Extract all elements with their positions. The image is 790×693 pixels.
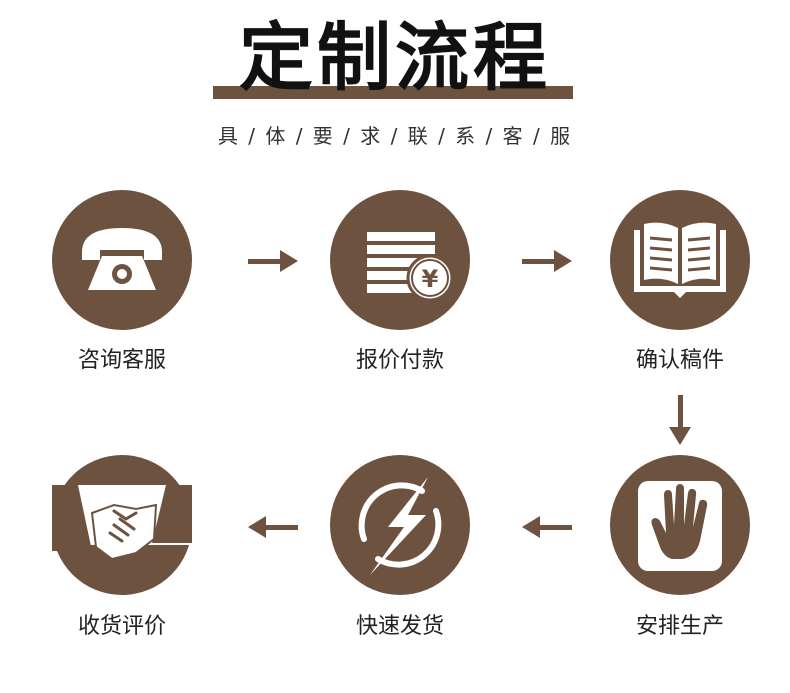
step-label-production: 安排生产 <box>635 614 724 639</box>
title-underline-bar <box>213 86 573 99</box>
step-review-circle <box>52 455 192 595</box>
step-confirm-circle <box>610 190 750 330</box>
telephone-icon <box>82 228 162 290</box>
open-book-icon <box>634 222 726 298</box>
arrow-left-2 <box>248 514 298 540</box>
step-label-consult: 咨询客服 <box>77 348 166 373</box>
lightning-icon <box>358 477 442 575</box>
step-payment-circle: ¥ <box>330 190 470 330</box>
step-production-circle <box>610 455 750 595</box>
step-shipping-circle <box>330 455 470 595</box>
arrow-down <box>667 395 693 445</box>
invoice-yen-icon: ¥ <box>367 232 454 302</box>
step-label-review: 收货评价 <box>77 614 166 639</box>
page-subtitle: 具 / 体 / 要 / 求 / 联 / 系 / 客 / 服 <box>217 124 573 148</box>
handshake-icon <box>52 485 192 563</box>
header: 定制流程 <box>0 0 790 110</box>
arrow-left-1 <box>522 514 572 540</box>
step-label-shipping: 快速发货 <box>355 614 444 639</box>
svg-text:¥: ¥ <box>422 265 439 293</box>
step-label-payment: 报价付款 <box>355 348 444 373</box>
step-label-confirm: 确认稿件 <box>635 348 724 373</box>
arrow-right-2 <box>522 248 572 274</box>
hand-icon <box>638 481 722 571</box>
step-consult-circle <box>52 190 192 330</box>
page-title: 定制流程 <box>239 15 551 101</box>
arrow-right-1 <box>248 248 298 274</box>
